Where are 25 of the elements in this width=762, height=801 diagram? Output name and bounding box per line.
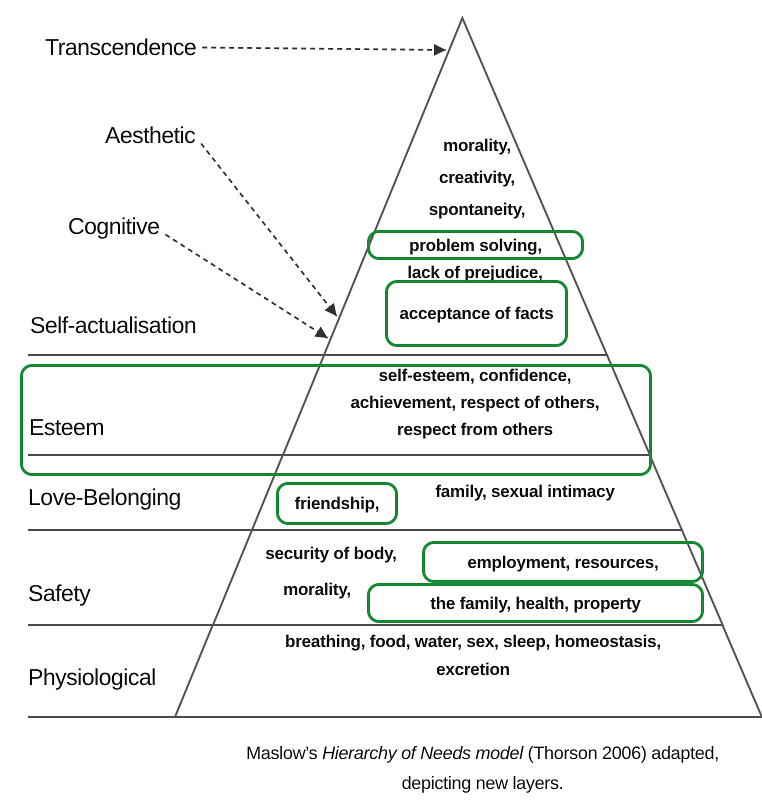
level-label: Transcendence — [45, 34, 196, 61]
highlight-box: problem solving, — [366, 230, 584, 260]
dashed-arrow — [200, 142, 338, 317]
dashed-arrow — [164, 234, 328, 339]
needs-text: morality, — [282, 579, 352, 601]
pyramid-tier — [174, 625, 762, 717]
highlight-box: friendship, — [276, 482, 398, 525]
highlight-box: the family, health, property — [366, 583, 704, 623]
highlight-box: acceptance of facts — [384, 280, 568, 347]
needs-text: security of body, — [264, 543, 398, 565]
needs-text: self-esteem, confidence, achievement, respect of others, respect from others — [350, 365, 600, 441]
caption: Maslow’s Hierarchy of Needs model (Thorson 2006) adapted, depicting new layers. — [245, 742, 720, 795]
level-label: Physiological — [28, 664, 156, 691]
highlight-box: employment, resources, — [422, 541, 704, 583]
level-label: Love-Belonging — [28, 484, 181, 511]
level-label: Aesthetic — [105, 122, 196, 149]
level-label: Self-actualisation — [30, 312, 196, 339]
level-label: Safety — [28, 580, 90, 607]
level-label: Cognitive — [68, 213, 160, 240]
pyramid-tier — [252, 455, 682, 530]
pyramid-tier — [282, 355, 650, 455]
dashed-arrow — [202, 44, 446, 56]
pyramid-tier — [212, 530, 722, 625]
needs-text: breathing, food, water, sex, sleep, homeostasis, excretion — [284, 631, 662, 681]
needs-text: family, sexual intimacy — [434, 481, 616, 503]
